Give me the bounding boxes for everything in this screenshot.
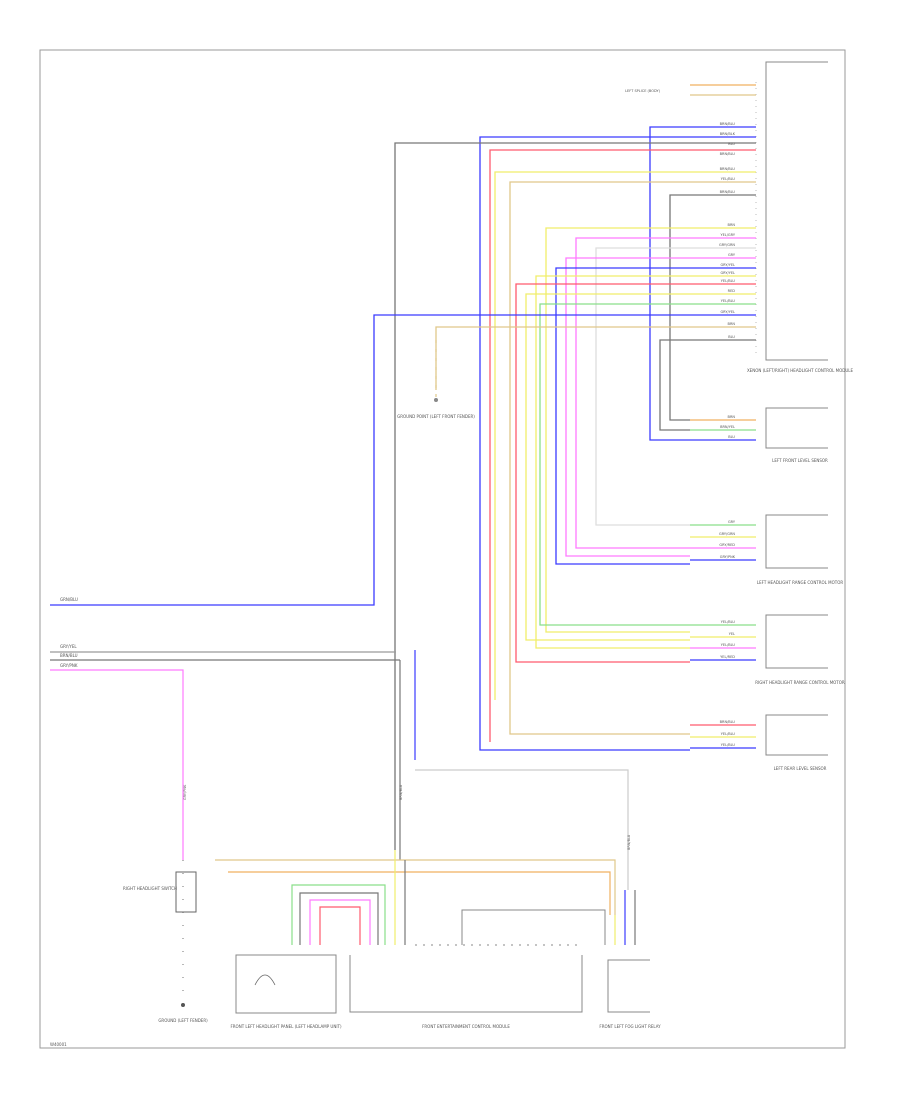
left-rear-level-sensor-label: LEFT REAR LEVEL SENSOR [774, 766, 827, 771]
diagram-code: W40001 [50, 1042, 67, 1047]
svg-text:YEL: YEL [729, 632, 735, 636]
svg-text:GRY/PNK: GRY/PNK [720, 555, 736, 559]
front-left-headlight-panel-label: FRONT LEFT HEADLIGHT PANEL (LEFT HEADLAM… [230, 1024, 341, 1029]
svg-text:BRN/BLU: BRN/BLU [720, 190, 736, 194]
ground-left-fender-label: GROUND (LEFT FENDER) [158, 1018, 208, 1023]
svg-text:YEL/GRY: YEL/GRY [720, 233, 735, 237]
front-left-fog-light-relay: FRONT LEFT FOG LIGHT RELAY [599, 890, 661, 1029]
wire-label-mid-left-2: BRN/BLU [60, 653, 78, 658]
rear-sensor-pin-labels: BRN/BLU YEL/BLU YEL/BLU [720, 720, 736, 747]
wire-label-mid-left-3: GRY/PNK [60, 663, 78, 668]
left-front-level-sensor: LEFT FRONT LEVEL SENSOR [765, 407, 828, 463]
svg-text:BLU: BLU [728, 335, 735, 339]
wire-label-right-vertical: BRN/BLU [627, 834, 631, 850]
ground-left-fender: GROUND (LEFT FENDER) [158, 1003, 208, 1023]
left-wires [50, 650, 629, 1000]
left-headlight-motor: LEFT HEADLIGHT RANGE CONTROL MOTOR [757, 514, 844, 585]
front-left-headlight-panel: FRONT LEFT HEADLIGHT PANEL (LEFT HEADLAM… [230, 954, 342, 1029]
wire-label-mid-left-1: GRY/YEL [60, 644, 77, 649]
svg-text:BRN: BRN [728, 415, 736, 419]
svg-text:YEL/BLU: YEL/BLU [721, 279, 736, 283]
xenon-control-module-label: XENON (LEFT/RIGHT) HEADLIGHT CONTROL MOD… [747, 368, 854, 373]
right-headlight-motor: RIGHT HEADLIGHT RANGE CONTROL MOTOR [755, 614, 845, 685]
svg-text:GRY: GRY [728, 520, 736, 524]
wire-label-switch: GRY/PNK [183, 784, 187, 800]
svg-text:GRY/GRN: GRY/GRN [719, 243, 735, 247]
left-motor-wires [690, 524, 756, 561]
svg-text:BRN/BLU: BRN/BLU [720, 720, 736, 724]
wire-label-mid-vertical: BRN/BLU [399, 784, 403, 800]
left-rear-level-sensor: LEFT REAR LEVEL SENSOR [765, 714, 828, 771]
ground-point-label: GROUND POINT (LEFT FRONT FENDER) [397, 414, 475, 419]
svg-text:YEL/BLU: YEL/BLU [721, 732, 736, 736]
svg-text:BLU: BLU [728, 142, 735, 146]
diagram-frame [39, 49, 846, 1049]
svg-text:GRY/GRN: GRY/GRN [719, 532, 735, 536]
svg-text:RED: RED [728, 289, 736, 293]
left-motor-pin-labels: GRY GRY/GRN GRY/RED GRY/PNK [719, 520, 736, 559]
svg-text:BRN/BLU: BRN/BLU [720, 152, 736, 156]
svg-text:YEL/RED: YEL/RED [720, 655, 735, 659]
front-entertainment-module-label: FRONT ENTERTAINMENT CONTROL MODULE [422, 1024, 510, 1029]
right-headlight-switch: RIGHT HEADLIGHT SWITCH [123, 871, 197, 913]
svg-text:YEL/BLU: YEL/BLU [721, 177, 736, 181]
svg-text:GRY/YEL: GRY/YEL [720, 271, 735, 275]
connector-pins-left [291, 850, 406, 945]
svg-text:BRN: BRN [728, 223, 736, 227]
ground-point: GROUND POINT (LEFT FRONT FENDER) [397, 340, 475, 419]
svg-text:GRY/YEL: GRY/YEL [720, 263, 735, 267]
svg-text:BRN/YEL: BRN/YEL [720, 425, 735, 429]
svg-text:GRY: GRY [728, 253, 736, 257]
sensor-pin-labels: BRN BRN/YEL BLU [720, 415, 735, 439]
svg-text:YEL/BLU: YEL/BLU [721, 743, 736, 747]
right-headlight-motor-label: RIGHT HEADLIGHT RANGE CONTROL MOTOR [755, 680, 845, 685]
front-entertainment-module: FRONT ENTERTAINMENT CONTROL MODULE [349, 909, 606, 1029]
module-pin-labels: BRN/BLU BRN/BLK BLU BRN/BLU BRN/BLU YEL/… [719, 122, 736, 339]
left-headlight-motor-label: LEFT HEADLIGHT RANGE CONTROL MOTOR [757, 580, 844, 585]
right-headlight-switch-label: RIGHT HEADLIGHT SWITCH [123, 886, 177, 891]
front-left-fog-light-relay-label: FRONT LEFT FOG LIGHT RELAY [599, 1024, 661, 1029]
xenon-control-module: XENON (LEFT/RIGHT) HEADLIGHT CONTROL MOD… [747, 61, 854, 373]
module-pin-wires [50, 84, 756, 850]
wire-label-top-left: GRN/BLU [60, 597, 78, 602]
right-motor-wires [690, 624, 756, 661]
left-front-sensor-wires [690, 419, 756, 441]
svg-text:BLU: BLU [728, 435, 735, 439]
svg-text:YEL/BLU: YEL/BLU [721, 643, 736, 647]
svg-text:BRN/BLU: BRN/BLU [720, 122, 736, 126]
left-front-level-sensor-label: LEFT FRONT LEVEL SENSOR [772, 458, 828, 463]
left-splice-label: LEFT SPLICE (BODY) [625, 89, 661, 93]
right-motor-pin-labels: YEL/BLU YEL YEL/BLU YEL/RED [720, 620, 735, 659]
svg-text:GRY/YEL: GRY/YEL [720, 310, 735, 314]
rear-sensor-wires [690, 724, 756, 749]
svg-text:YEL/BLU: YEL/BLU [721, 299, 736, 303]
svg-text:BRN: BRN [728, 322, 736, 326]
svg-text:BRN/BLU: BRN/BLU [720, 167, 736, 171]
svg-text:YEL/BLU: YEL/BLU [721, 620, 736, 624]
svg-text:GRY/RED: GRY/RED [719, 543, 735, 547]
svg-text:BRN/BLK: BRN/BLK [720, 132, 736, 136]
